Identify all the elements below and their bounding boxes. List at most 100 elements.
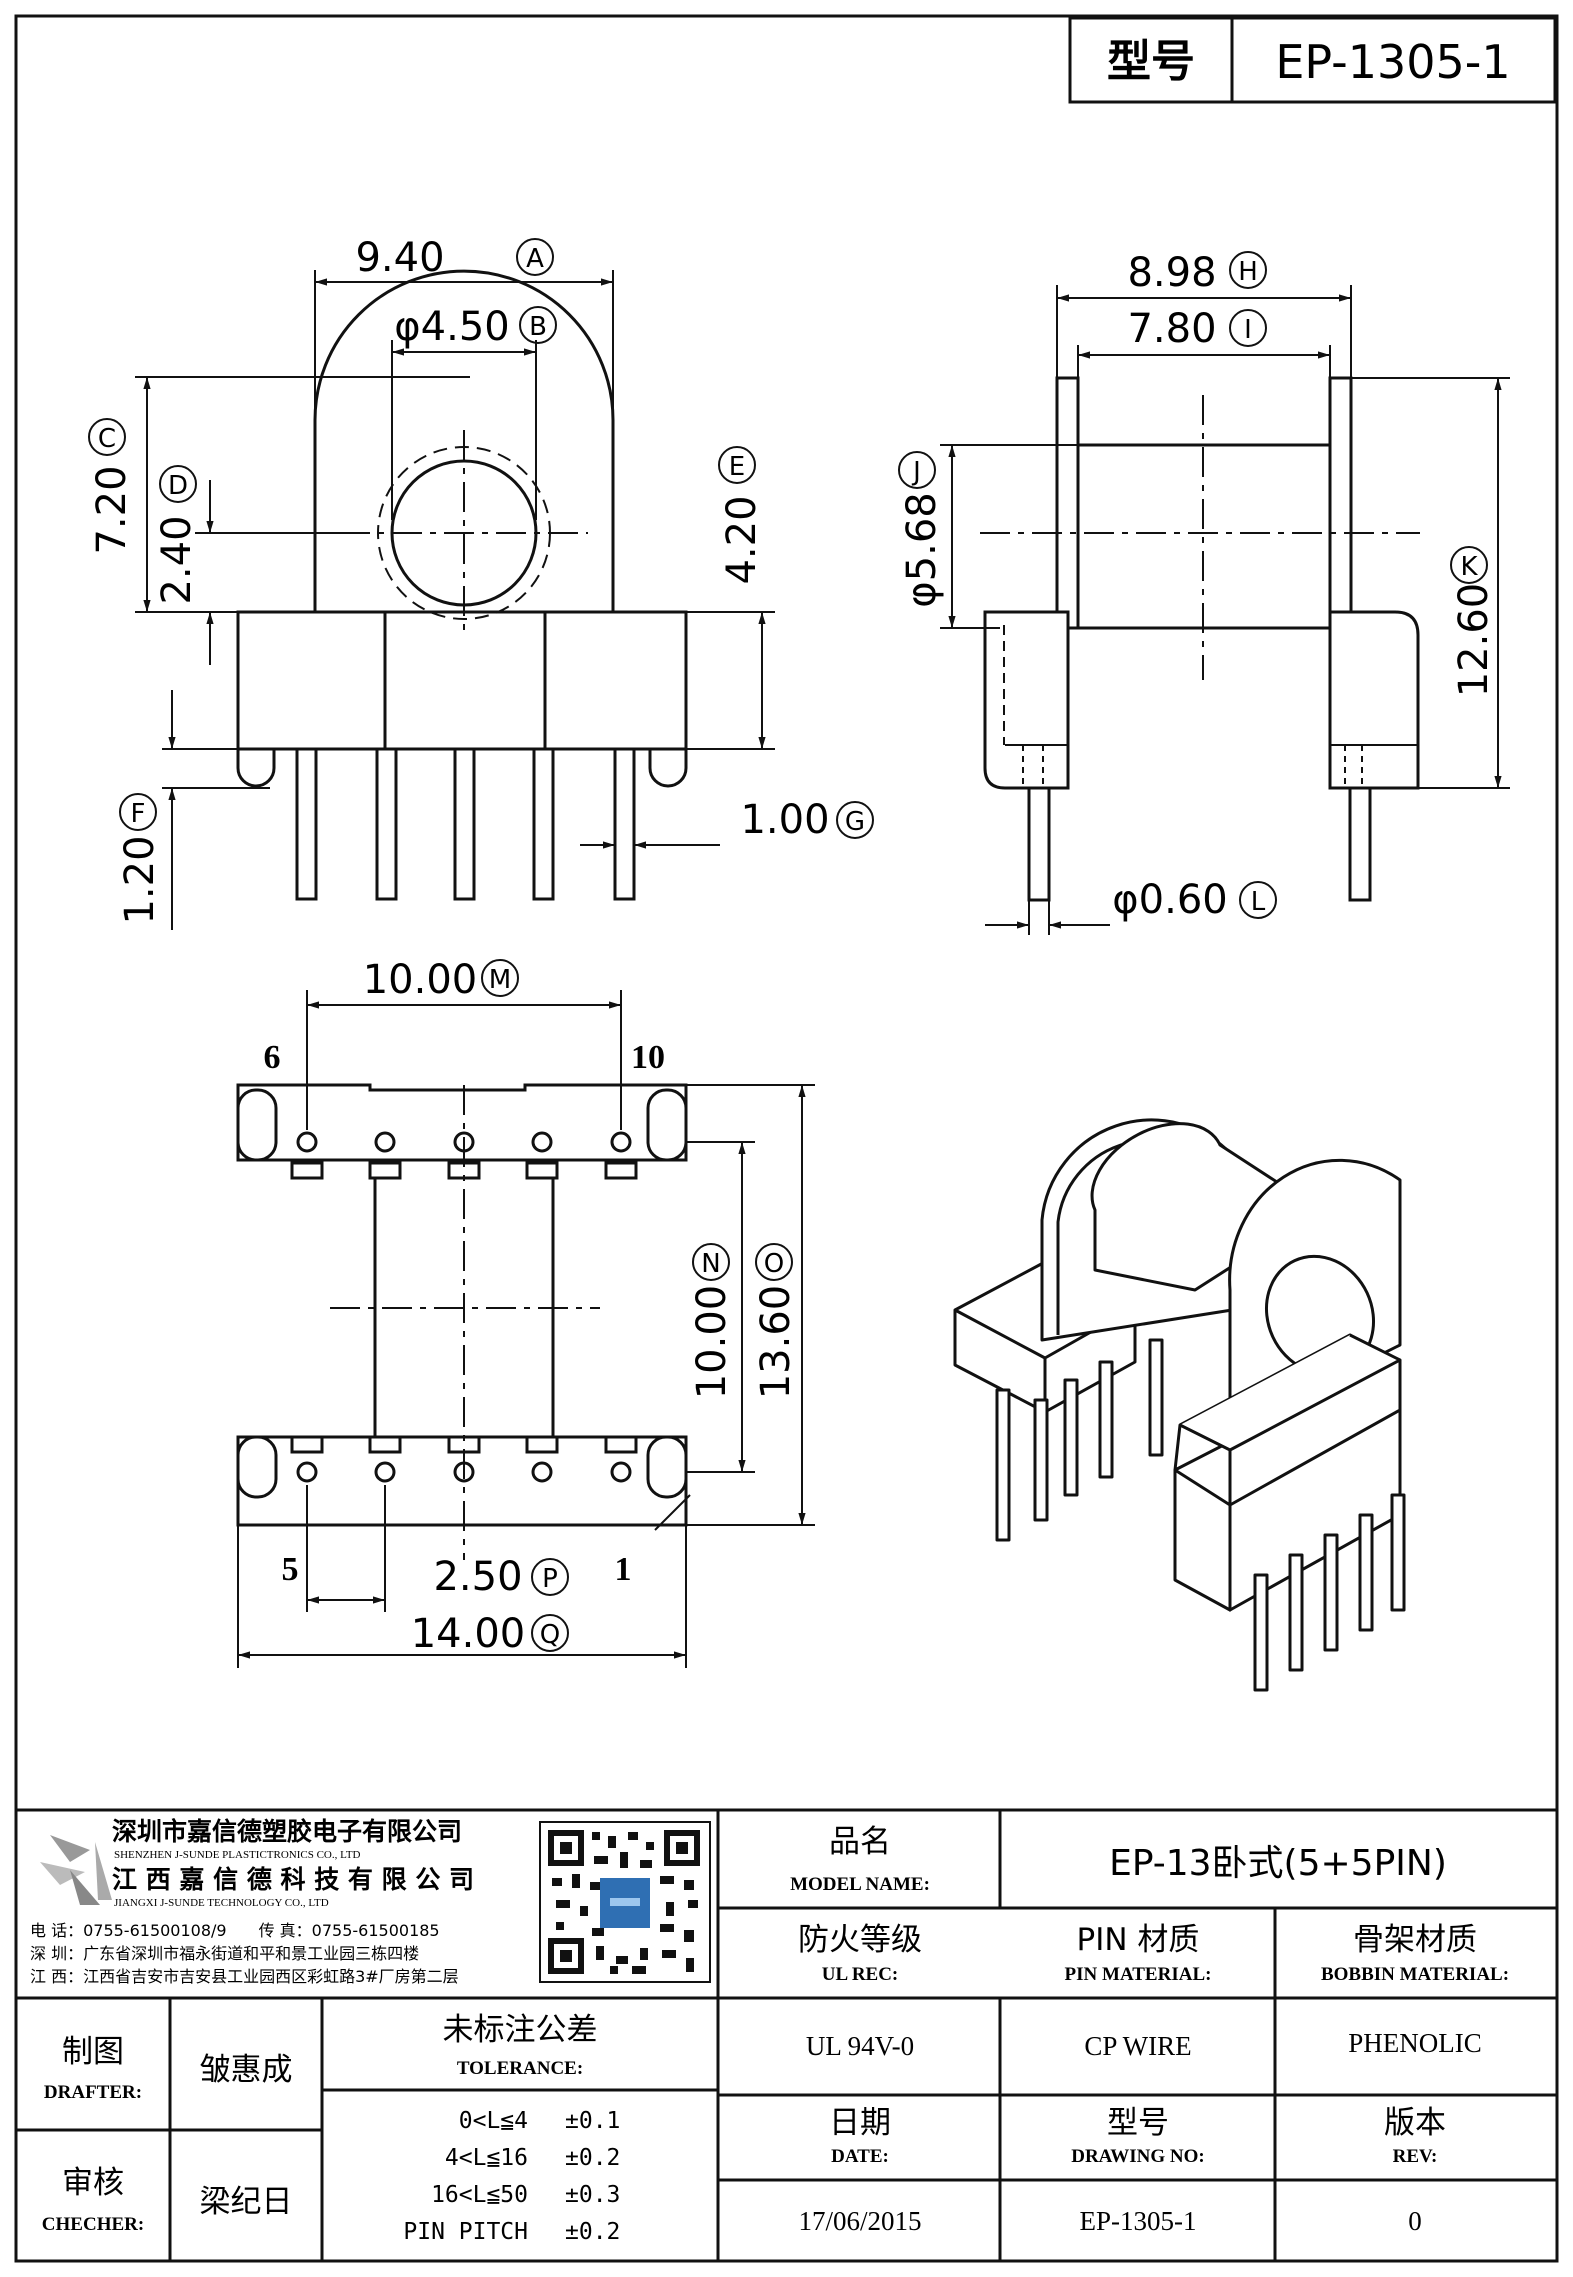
drafter-en: DRAFTER:	[44, 2082, 142, 2103]
dim-l-value: φ0.60	[1112, 877, 1227, 923]
tolerance-range-1: 0<L≦4	[459, 2108, 528, 2134]
ul-rec-cn: 防火等级	[798, 1922, 922, 1958]
tolerance-value-2: ±0.2	[565, 2145, 620, 2171]
dim-o-value: 13.60	[753, 1285, 799, 1400]
date-cn: 日期	[829, 2105, 891, 2141]
front-view-dimensions	[135, 270, 775, 930]
ul-value: UL 94V-0	[806, 2031, 914, 2061]
dim-n-tag: N	[701, 1249, 720, 1279]
dim-e-value: 4.20	[719, 495, 765, 584]
company-logo	[40, 1835, 112, 1905]
date-en: DATE:	[831, 2146, 889, 2167]
pin-material-en: PIN MATERIAL:	[1065, 1964, 1212, 1985]
dim-b-value: φ4.50	[394, 304, 509, 350]
pin-label-5: 5	[282, 1551, 299, 1588]
dim-j-tag: J	[911, 457, 921, 487]
dim-d-value: 2.40	[154, 515, 200, 604]
dim-i-tag: I	[1244, 315, 1252, 345]
dim-f-value: 1.20	[117, 835, 163, 924]
checker-cn: 审核	[62, 2165, 124, 2201]
pin-label-6: 6	[264, 1039, 281, 1076]
company-addr-sz: 深 圳：广东省深圳市福永街道和平和景工业园三栋四楼	[30, 1944, 419, 1963]
date-value: 17/06/2015	[798, 2206, 921, 2236]
bottom-view	[236, 1083, 688, 1560]
bobbin-material-cn: 骨架材质	[1353, 1922, 1477, 1958]
dim-a-value: 9.40	[355, 235, 444, 281]
model-name-value: EP-13卧式(5+5PIN)	[1109, 1843, 1447, 1884]
company-name-en-2: JIANGXI J-SUNDE TECHNOLOGY CO., LTD	[114, 1897, 329, 1909]
checker-name: 梁纪日	[200, 2184, 293, 2220]
model-name-en: MODEL NAME:	[790, 1874, 930, 1895]
bobbin-material-value: PHENOLIC	[1348, 2028, 1482, 2058]
tolerance-value-1: ±0.1	[565, 2108, 620, 2134]
side-view-dimensions	[940, 285, 1510, 935]
header-model-box: 型号 EP-1305-1	[1068, 16, 1557, 104]
rev-value: 0	[1408, 2206, 1422, 2236]
model-name-cn: 品名	[829, 1824, 891, 1860]
dim-g-value: 1.00	[740, 797, 829, 843]
title-block-text: 品名 MODEL NAME: EP-13卧式(5+5PIN) 防火等级 UL R…	[42, 1824, 1509, 2245]
pin-material-cn: PIN 材质	[1077, 1922, 1200, 1958]
dim-o-tag: O	[764, 1249, 784, 1279]
side-view	[980, 376, 1420, 902]
dim-c-tag: C	[98, 424, 116, 454]
company-name-cn-2: 江 西 嘉 信 德 科 技 有 限 公 司	[112, 1865, 474, 1894]
dim-k-tag: K	[1460, 552, 1478, 582]
dim-h-tag: H	[1238, 257, 1258, 287]
company-phone: 电 话：0755-61500108/9 传 真：0755-61500185	[30, 1921, 440, 1940]
dim-d-tag: D	[168, 471, 188, 501]
bobbin-material-en: BOBBIN MATERIAL:	[1321, 1964, 1509, 1985]
pin-label-10: 10	[631, 1039, 665, 1076]
header-model-label: 型号	[1107, 36, 1195, 87]
dim-e-tag: E	[729, 452, 745, 482]
header-model-value: EP-1305-1	[1275, 35, 1510, 89]
drafter-name: 皱惠成	[200, 2052, 293, 2088]
dim-h-value: 8.98	[1127, 250, 1216, 296]
dim-j-value: φ5.68	[899, 492, 945, 607]
drawing-no-cn: 型号	[1107, 2105, 1169, 2141]
dim-g-tag: G	[845, 807, 865, 837]
dim-q-tag: Q	[540, 1620, 560, 1650]
pin-label-1: 1	[615, 1551, 632, 1588]
tolerance-value-3: ±0.3	[565, 2182, 620, 2208]
rev-cn: 版本	[1384, 2105, 1446, 2141]
dim-f-tag: F	[131, 799, 146, 829]
isometric-view	[953, 1118, 1406, 1692]
dim-a-tag: A	[526, 244, 544, 274]
front-view-dim-labels: 9.40 A φ4.50 B 7.20 C 2.40 D 4.20 E 1.20…	[88, 235, 874, 925]
company-block: 深圳市嘉信德塑胶电子有限公司 SHENZHEN J-SUNDE PLASTICT…	[30, 1817, 711, 1986]
qr-code[interactable]	[539, 1821, 711, 1983]
company-addr-jx: 江 西：江西省吉安市吉安县工业园西区彩虹路3#厂房第二层	[30, 1967, 459, 1986]
dim-i-value: 7.80	[1127, 306, 1216, 352]
tolerance-en: TOLERANCE:	[457, 2058, 583, 2079]
dim-m-tag: M	[489, 965, 511, 995]
ul-rec-en: UL REC:	[822, 1964, 899, 1985]
tolerance-cn: 未标注公差	[443, 2012, 598, 2048]
rev-en: REV:	[1393, 2146, 1438, 2167]
drafter-cn: 制图	[62, 2034, 124, 2070]
dim-b-tag: B	[529, 312, 547, 342]
drawing-no-en: DRAWING NO:	[1071, 2146, 1205, 2167]
bottom-view-dimensions	[237, 990, 815, 1668]
title-block-grid	[16, 1808, 1557, 2261]
dim-q-value: 14.00	[411, 1611, 526, 1657]
dim-m-value: 10.00	[363, 957, 478, 1003]
tolerance-value-4: ±0.2	[565, 2219, 620, 2245]
checker-en: CHECHER:	[42, 2214, 144, 2235]
company-name-cn-1: 深圳市嘉信德塑胶电子有限公司	[112, 1817, 462, 1846]
tolerance-range-4: PIN PITCH	[403, 2219, 528, 2245]
tolerance-range-2: 4<L≦16	[445, 2145, 528, 2171]
dim-l-tag: L	[1251, 887, 1266, 917]
side-view-dim-labels: 8.98 H 7.80 I φ5.68 J 12.60 K φ0.60 L	[898, 250, 1497, 923]
dim-c-value: 7.20	[89, 465, 135, 554]
dim-p-tag: P	[542, 1564, 558, 1594]
dim-n-value: 10.00	[689, 1285, 735, 1400]
company-name-en-1: SHENZHEN J-SUNDE PLASTICTRONICS CO., LTD	[114, 1849, 361, 1861]
pin-material-value: CP WIRE	[1084, 2031, 1191, 2061]
drawing-no-value: EP-1305-1	[1080, 2206, 1197, 2236]
dim-p-value: 2.50	[433, 1554, 522, 1600]
front-view	[236, 269, 688, 901]
bottom-view-dim-labels: 10.00 M 10.00 N 13.60 O 2.50 P 14.00 Q 6…	[264, 957, 800, 1657]
tolerance-range-3: 16<L≦50	[431, 2182, 528, 2208]
